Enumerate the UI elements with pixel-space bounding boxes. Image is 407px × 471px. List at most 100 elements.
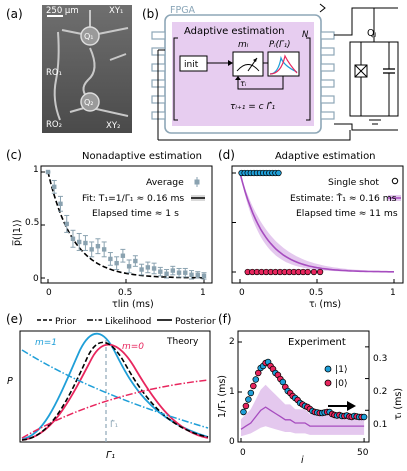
c-point bbox=[164, 271, 169, 276]
scale-bar bbox=[47, 15, 63, 17]
f-point bbox=[240, 408, 247, 416]
c-ytick-1: 0.5 bbox=[25, 218, 39, 228]
n-label: N bbox=[302, 30, 309, 40]
gamma-hat-label: Γ̂₁ bbox=[110, 419, 118, 430]
c-point bbox=[170, 268, 175, 273]
f-ylabel-left: 1/Γ₁ (ms) bbox=[217, 375, 228, 418]
estimate-band bbox=[240, 173, 394, 272]
legend-likelihood: Likelihood bbox=[105, 316, 151, 327]
c-ylabel: p̅(|1⟩) bbox=[12, 220, 23, 246]
d-xtick-0: 0 bbox=[239, 288, 245, 298]
c-point bbox=[201, 273, 207, 279]
legend-single-marker bbox=[391, 177, 399, 185]
c-point bbox=[145, 265, 151, 270]
xy2-label: XY₂ bbox=[106, 121, 120, 131]
c-point bbox=[114, 260, 119, 266]
c-point bbox=[83, 240, 88, 246]
c-point bbox=[133, 258, 138, 264]
f-ytick-2: 2 bbox=[229, 337, 235, 347]
f-xlabel: i bbox=[301, 455, 304, 466]
qubit-1-pad bbox=[80, 26, 100, 46]
update-rule: τᵢ₊₁ = c Γ̂₁ bbox=[230, 101, 275, 112]
f-rtick-2: 0.3 bbox=[373, 354, 387, 364]
panel-c-ticks bbox=[41, 171, 205, 283]
c-xtick-2: 1 bbox=[200, 288, 206, 298]
qubit-circuit-box bbox=[349, 41, 399, 117]
d-point-0 bbox=[316, 268, 324, 276]
d-point-1 bbox=[275, 169, 282, 177]
scale-label: 250 µm bbox=[46, 6, 79, 16]
d-point-0 bbox=[310, 268, 318, 276]
legend-1: |1⟩ bbox=[335, 364, 348, 375]
c-point bbox=[108, 256, 113, 262]
d-point-0 bbox=[304, 268, 311, 276]
f-point bbox=[360, 413, 368, 421]
panel-b-label: (b) bbox=[142, 7, 159, 21]
likelihood-m0-curve bbox=[21, 379, 209, 439]
c-point bbox=[139, 267, 144, 272]
legend-0-marker bbox=[324, 379, 332, 387]
posterior-m1-curve bbox=[21, 332, 209, 440]
qubit-1-label: Q₁ bbox=[84, 32, 94, 41]
d-xtick-2: 1 bbox=[390, 288, 396, 298]
f-rtick-0: 0.1 bbox=[373, 420, 387, 430]
m1-label: m=1 bbox=[35, 338, 57, 348]
average-series bbox=[45, 169, 207, 280]
c-ytick-2: 1 bbox=[33, 165, 39, 175]
panel-c-title: Nonadaptive estimation bbox=[82, 151, 202, 162]
gamma-series bbox=[240, 358, 368, 421]
ro1-label: RO₁ bbox=[46, 68, 62, 78]
p-label: Pᵢ(Γ₁) bbox=[269, 40, 290, 50]
panel-d-title: Adaptive estimation bbox=[275, 151, 376, 162]
xy1-label: XY₁ bbox=[109, 6, 123, 16]
c-point bbox=[126, 264, 132, 269]
c-point bbox=[183, 270, 188, 275]
m-label: mᵢ bbox=[238, 40, 249, 50]
c-point bbox=[158, 269, 163, 274]
c-point bbox=[189, 272, 194, 278]
meter-box bbox=[232, 51, 264, 77]
c-point bbox=[58, 201, 63, 206]
panel-d: (d) Adaptive estimation 0 0.5 1 τᵢ (ms) … bbox=[218, 148, 404, 310]
posterior-m0-curve bbox=[21, 343, 209, 441]
panel-b: (b) FPGA Adaptive estimation N init mᵢ bbox=[142, 3, 399, 141]
e-xlabel: Γ₁ bbox=[106, 450, 115, 461]
ro2-label: RO₂ bbox=[46, 120, 62, 130]
f-point bbox=[247, 389, 255, 397]
panel-d-ticks bbox=[232, 172, 395, 283]
qubit-2-label: Q₂ bbox=[84, 98, 94, 107]
tau-band bbox=[241, 384, 365, 437]
f-rtick-1: 0.2 bbox=[373, 387, 387, 397]
m0-label: m=0 bbox=[122, 342, 144, 352]
panel-f-title: Experiment bbox=[288, 337, 346, 348]
panel-c: (c) Nonadaptive estimation 0 0.5 1 0 0.5… bbox=[6, 148, 213, 310]
estimate-curve bbox=[239, 172, 394, 273]
f-ytick-0: 0 bbox=[229, 437, 235, 447]
c-point bbox=[64, 221, 69, 227]
theory-label: Theory bbox=[166, 337, 199, 347]
fpga-chip bbox=[164, 14, 322, 134]
f-point bbox=[245, 396, 252, 403]
fpga-label: FPGA bbox=[170, 5, 196, 16]
elapsed-d: Elapsed time ≈ 11 ms bbox=[296, 208, 398, 219]
panel-a-label: (a) bbox=[6, 7, 23, 21]
c-point bbox=[45, 169, 51, 175]
c-point bbox=[77, 239, 82, 245]
f-point bbox=[242, 402, 250, 410]
c-point bbox=[95, 244, 101, 249]
d-xlabel: τᵢ (ms) bbox=[309, 299, 341, 310]
panel-e-label: (e) bbox=[6, 312, 23, 326]
c-point bbox=[120, 253, 126, 258]
c-ytick-0: 0 bbox=[33, 274, 39, 284]
c-point bbox=[101, 247, 107, 252]
c-point bbox=[70, 236, 76, 241]
legend-average: Average bbox=[146, 177, 184, 188]
legend-0: |0⟩ bbox=[335, 378, 348, 389]
legend-prior: Prior bbox=[55, 316, 76, 327]
f-xtick-0: 0 bbox=[240, 448, 246, 458]
panel-e: (e) Prior Likelihood Posterior Γ̂₁ m=1 m… bbox=[6, 312, 216, 461]
legend-single: Single shot bbox=[328, 177, 379, 188]
c-point bbox=[195, 272, 200, 278]
panel-f-ticks bbox=[238, 341, 369, 443]
